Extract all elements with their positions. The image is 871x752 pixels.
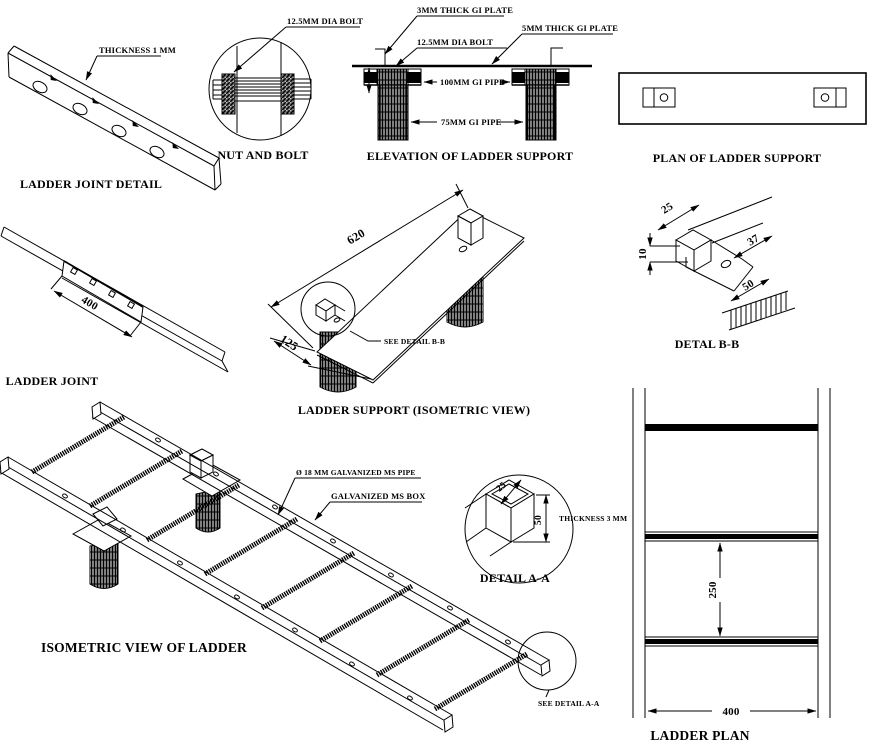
bracket-block (674, 229, 713, 272)
label-galvanized-pipe: Ø 18 MM GALVANIZED MS PIPE (296, 468, 416, 477)
label-pipe-75mm: 75MM GI PIPE (441, 117, 502, 127)
caption-plan-ladder-support: PLAN OF LADDER SUPPORT (653, 151, 822, 165)
caption-nut-and-bolt: NUT AND BOLT (217, 148, 308, 162)
label-bolt-dia: 12.5MM DIA BOLT (287, 16, 363, 26)
leader-thickness (85, 55, 98, 81)
detail-bb-callout (300, 281, 356, 337)
view-iso-ladder: Ø 18 MM GALVANIZED MS PIPE GALVANIZED MS… (0, 401, 600, 733)
leader-pipe (277, 477, 296, 516)
caption-iso-ladder: ISOMETRIC VIEW OF LADDER (41, 640, 247, 655)
label-bolt-dia: 12.5MM DIA BOLT (417, 37, 493, 47)
dim-line-50 (730, 278, 770, 302)
rail-holes (62, 437, 511, 701)
dim-line-620 (270, 189, 464, 308)
dim-250: 250 (707, 581, 719, 598)
label-galvanized-box: GALVANIZED MS BOX (331, 491, 426, 501)
view-ladder-joint: 400 LADDER JOINT (0, 226, 229, 388)
detail-circle (464, 474, 574, 584)
support-left (363, 68, 422, 141)
dim-line-125 (273, 340, 312, 366)
dim-620: 620 (344, 226, 367, 248)
rung-1 (645, 424, 818, 431)
label-plate-3mm: 3MM THICK GI PLATE (417, 5, 513, 15)
view-plan-ladder-support: PLAN OF LADDER SUPPORT (618, 72, 867, 165)
view-nut-and-bolt: 12.5MM DIA BOLT NUT AND BOLT (208, 16, 363, 162)
dim-line-25 (657, 204, 700, 231)
caption-ladder-plan: LADDER PLAN (650, 728, 749, 743)
plate-outline (618, 72, 867, 125)
rail-left (632, 388, 646, 718)
nut-left (221, 73, 236, 115)
dim-25: 25 (659, 200, 675, 216)
rail-front (0, 456, 454, 733)
dim-line-37 (733, 235, 773, 259)
view-elevation-ladder-support: 3MM THICK GI PLATE 12.5MM DIA BOLT 5MM T… (352, 5, 618, 163)
fitting-left (642, 87, 676, 108)
bolt-hole (720, 259, 732, 269)
fitting-right (813, 87, 847, 108)
dim-37: 37 (745, 232, 761, 248)
hook-left (375, 48, 386, 66)
label-thickness-3mm: THICKNESS 3 MM (559, 514, 627, 523)
dim-50: 50 (534, 515, 544, 525)
ladder-support-mid (181, 448, 242, 533)
nut-right (280, 73, 295, 115)
rung-2 (645, 531, 818, 542)
view-ladder-plan: 250 400 LADDER PLAN (632, 388, 831, 743)
ground-hatch (721, 290, 796, 331)
leader-see-detail-bb (349, 330, 381, 342)
rail-right (817, 388, 831, 718)
label-see-detail-aa: SEE DETAIL A-A (538, 699, 600, 708)
dim-400: 400 (722, 706, 739, 718)
view-ladder-support-iso: 620 125 SEE DETAIL B-B LADDER SUPPORT (I… (267, 183, 530, 417)
bolt-threads (212, 78, 312, 100)
caption-ladder-support-iso: LADDER SUPPORT (ISOMETRIC VIEW) (298, 403, 530, 417)
view-detail-bb: 25 10 37 50 DETAL B-B (637, 196, 796, 351)
label-pipe-100mm: 100MM GI PIPE (440, 77, 505, 87)
view-detail-aa: 25 50 THICKNESS 3 MM DETAIL A-A (464, 474, 627, 585)
label-plate-5mm: 5MM THICK GI PLATE (522, 23, 618, 33)
caption-detail-aa: DETAIL A-A (480, 571, 550, 585)
leader-plate3 (384, 15, 418, 55)
dim-line-400 (53, 290, 133, 338)
leader-box (314, 501, 331, 521)
label-see-detail-bb: SEE DETAIL B-B (384, 337, 445, 346)
leader-plate5 (491, 33, 523, 65)
label-thickness-1mm: THICKNESS 1 MM (99, 45, 176, 55)
dim-125: 125 (278, 332, 301, 354)
caption-ladder-joint: LADDER JOINT (6, 374, 99, 388)
rung-3 (645, 636, 818, 647)
hook-right (550, 47, 563, 66)
joint-plate (61, 260, 144, 323)
caption-elevation-ladder-support: ELEVATION OF LADDER SUPPORT (367, 149, 573, 163)
detail-aa-callout-circle (517, 631, 577, 691)
dim-line-25 (500, 479, 522, 505)
leader-bolt (233, 26, 287, 73)
joint-holes (32, 80, 165, 159)
rail-back (91, 401, 551, 677)
leader-bolt (395, 47, 418, 67)
ladder-rungs (30, 414, 529, 712)
support-right (511, 68, 570, 141)
ladder-support-front (71, 506, 133, 589)
view-ladder-joint-detail: THICKNESS 1 MM LADDER JOINT DETAIL (7, 45, 222, 191)
caption-ladder-joint-detail: LADDER JOINT DETAIL (20, 177, 162, 191)
caption-detail-bb: DETAL B-B (675, 337, 740, 351)
dim-10: 10 (637, 248, 649, 260)
